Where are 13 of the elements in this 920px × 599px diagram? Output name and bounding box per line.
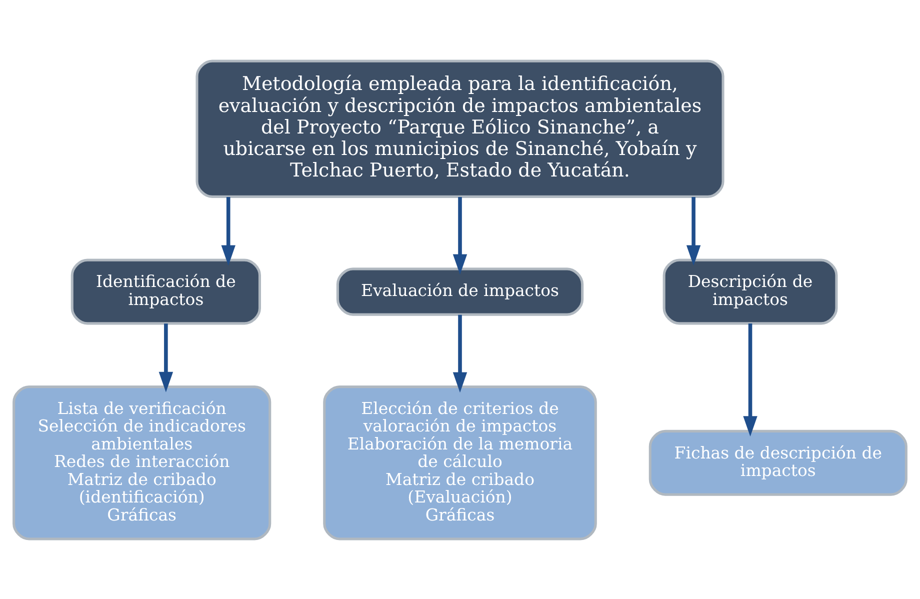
- arrow: [452, 314, 468, 392]
- node-box: Metodología empleada para la identificación, evaluación y descripción de impactos ambientales del Proyecto “Parque Eólico Sinanche”, a ubicarse en los municipios de Sinanché, Yobaín y Telchac Puerto, Estado de Yucatán.: [196, 59, 724, 198]
- node-box: Lista de verificación Selección de indicadores ambientales Redes de interacción Matriz de cribado (identificación) Gráficas: [12, 385, 272, 540]
- node-box: Descripción de impactos: [662, 258, 838, 324]
- arrow: [158, 323, 174, 392]
- node-box: Fichas de descripción de impactos: [648, 429, 908, 496]
- arrow: [743, 323, 758, 436]
- arrow: [221, 196, 236, 266]
- arrow: [452, 196, 468, 274]
- arrow: [686, 196, 701, 266]
- node-box: Elección de criterios de valoración de impactos Elaboración de la memoria de cálculo Matriz de cribado (Evaluación) Gráficas: [323, 385, 597, 540]
- node-box: Evaluación de impactos: [336, 267, 584, 316]
- node-box: Identificación de impactos: [70, 258, 261, 324]
